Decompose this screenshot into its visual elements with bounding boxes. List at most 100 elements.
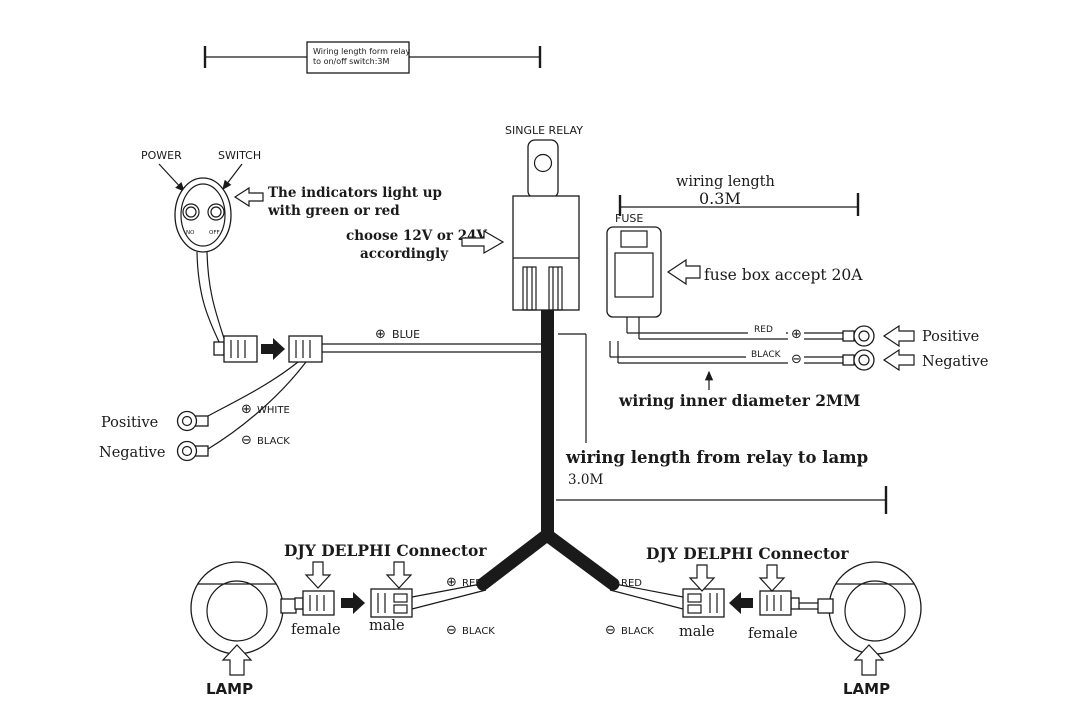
lamp-wire-black [411,589,487,610]
male-label: male [679,624,715,640]
black-wire-label: BLACK [462,626,495,637]
plug-direction-arrow-icon [341,592,365,614]
white-wire-label: WHITE [257,405,290,416]
red-wire-label: RED [621,578,642,589]
connector-pin [393,604,408,614]
relay-pin [548,266,563,311]
left-negative-label: Negative [99,445,165,461]
indicator-green [182,203,200,221]
switch-power-terminals: Positive ⊕ WHITE Negative ⊖ BLACK [99,402,290,462]
female-connector [302,590,335,616]
top-length-ruler: Wiring length form relay to on/off switc… [203,41,542,74]
lamp-lens [844,580,906,642]
fuse-arrow-icon [666,258,701,286]
plug-direction-arrow-icon [261,338,285,360]
positive-arrow-icon [882,324,915,348]
delphi-connector-title: DJY DELPHI Connector [646,544,849,563]
indicator-red-inner [210,206,222,218]
connector-pin [687,593,702,603]
indicator-off-label: OFF [209,230,220,236]
left-lamp-assembly: DJY DELPHI Connector female male ⊕ RED ⊖… [190,541,495,698]
negative-arrow-icon [882,348,915,372]
relay-body [512,195,580,311]
fuse-housing [606,226,662,318]
up-arrow-icon [853,644,885,676]
blue-polarity-symbol: ⊕ [375,327,386,342]
voltage-note-line1: choose 12V or 24V [346,228,487,244]
switch-assembly: POWER SWITCH NO OFF The indicators light… [141,149,442,353]
connector-tab [213,341,225,356]
fuse-title: FUSE [615,212,643,225]
terminal-crimp [842,330,855,342]
lamp-wire-red [614,583,684,598]
down-arrow-icon [688,564,716,592]
black-polarity-symbol: ⊖ [241,433,252,448]
lamp-label: LAMP [843,680,890,698]
relay-pin [522,266,537,311]
delphi-connector-title: DJY DELPHI Connector [284,541,487,560]
switch-wire [196,251,221,345]
fuse-note: fuse box accept 20A [704,266,863,284]
top-ruler-label-line1: Wiring length form relay [313,47,411,56]
main-cable [541,310,554,538]
black-polarity-symbol: ⊖ [446,623,457,638]
ruler-label-box [306,41,410,74]
lamp-wire-red [411,583,482,598]
red-wire-label: RED [754,325,773,335]
voltage-note-line2: accordingly [360,246,449,262]
ring-terminal [853,349,875,371]
ring-terminal [176,440,198,462]
down-arrow-icon [758,564,786,592]
indicator-no-label: NO [186,230,195,236]
black-wire-label: BLACK [257,436,290,447]
relay-mount-tab [527,139,559,199]
connector-female [223,335,258,363]
down-arrow-icon [304,561,332,589]
lamp-stub [280,598,297,614]
relay-to-lamp-value: 3.0M [568,472,603,488]
cable-branch-right [540,528,620,591]
lamp-wire-black [609,589,684,610]
ring-terminal-hole [181,415,193,427]
white-wire [205,361,299,418]
fuse-clip [620,230,648,248]
connector-tab [790,597,800,610]
ruler-03m-value: 0.3M [699,189,741,208]
voltage-note: choose 12V or 24V accordingly [346,228,505,262]
white-polarity-symbol: ⊕ [241,402,252,417]
top-ruler-label-line2: to on/off switch:3M [313,57,390,66]
ring-terminal [176,410,198,432]
connector-pin [687,604,702,614]
ruler-03m: wiring length 0.3M [618,174,860,216]
label-backing [746,347,790,360]
power-pointer-arrow [158,163,185,192]
red-polarity-symbol: ⊕ [605,575,616,590]
lamp-label: LAMP [206,680,253,698]
relay-to-lamp-ruler: wiring length from relay to lamp 3.0M [556,333,888,514]
black-polarity-symbol: ⊖ [791,352,802,367]
indicator-note-line2: with green or red [267,203,400,219]
right-positive-label: Positive [922,329,979,345]
fuse-box: FUSE fuse box accept 20A [606,212,863,318]
switch-body [174,177,232,253]
ring-terminal-hole [181,445,193,457]
lamp-housing [828,561,922,655]
switch-pointer-arrow [222,163,243,190]
indicator-note-line1: The indicators light up [268,185,442,201]
power-label: POWER [141,149,182,162]
lamp-housing [190,561,284,655]
up-arrow-icon [221,644,253,676]
female-label: female [748,626,798,642]
indicator-green-inner [185,206,197,218]
black-wire-label: BLACK [751,350,782,360]
switch-face [180,183,226,247]
relay: SINGLE RELAY [476,124,620,591]
label-backing [788,349,804,365]
diameter-note: wiring inner diameter 2MM [618,391,860,410]
ring-terminal-hole [858,330,870,342]
right-negative-label: Negative [922,354,988,370]
blue-wire-label: BLUE [392,328,420,341]
connector-tab [294,597,304,610]
